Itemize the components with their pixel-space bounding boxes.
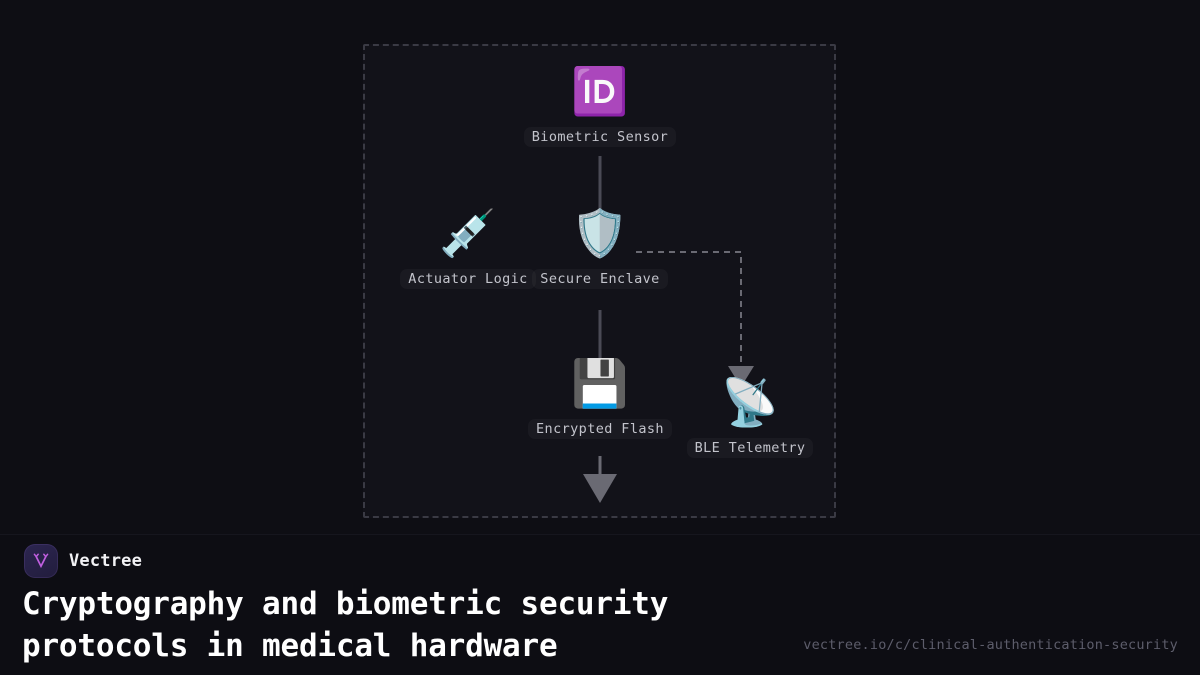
node-label: BLE Telemetry — [687, 438, 814, 458]
vectree-logo-icon — [24, 544, 58, 578]
node-actuator-logic[interactable]: 💉 Actuator Logic — [378, 207, 558, 289]
node-label: Actuator Logic — [400, 269, 535, 289]
node-encrypted-flash[interactable]: 💾 Encrypted Flash — [510, 357, 690, 439]
node-label: Encrypted Flash — [528, 419, 672, 439]
footer-bar: Vectree Cryptography and biometric secur… — [0, 534, 1200, 675]
footer-url: vectree.io/c/clinical-authentication-sec… — [803, 637, 1178, 653]
node-label: Secure Enclave — [532, 269, 667, 289]
id-badge-icon: 🆔 — [571, 64, 629, 118]
node-secure-enclave[interactable]: 🛡️ Secure Enclave — [510, 207, 690, 289]
node-biometric-sensor[interactable]: 🆔 Biometric Sensor — [510, 65, 690, 147]
brand-name: Vectree — [69, 551, 143, 571]
headline: Cryptography and biometric security prot… — [22, 586, 669, 665]
shield-icon: 🛡️ — [571, 206, 629, 260]
node-ble-telemetry[interactable]: 📡 BLE Telemetry — [660, 376, 840, 458]
diagram-stage: 🆔 Biometric Sensor 💉 Actuator Logic 🛡️ S… — [363, 44, 840, 518]
dashed-boundary — [363, 44, 836, 518]
satellite-antenna-icon: 📡 — [721, 375, 779, 429]
floppy-disk-icon: 💾 — [571, 356, 629, 410]
syringe-icon: 💉 — [439, 206, 497, 260]
brand[interactable]: Vectree — [24, 544, 142, 578]
node-label: Biometric Sensor — [524, 127, 676, 147]
